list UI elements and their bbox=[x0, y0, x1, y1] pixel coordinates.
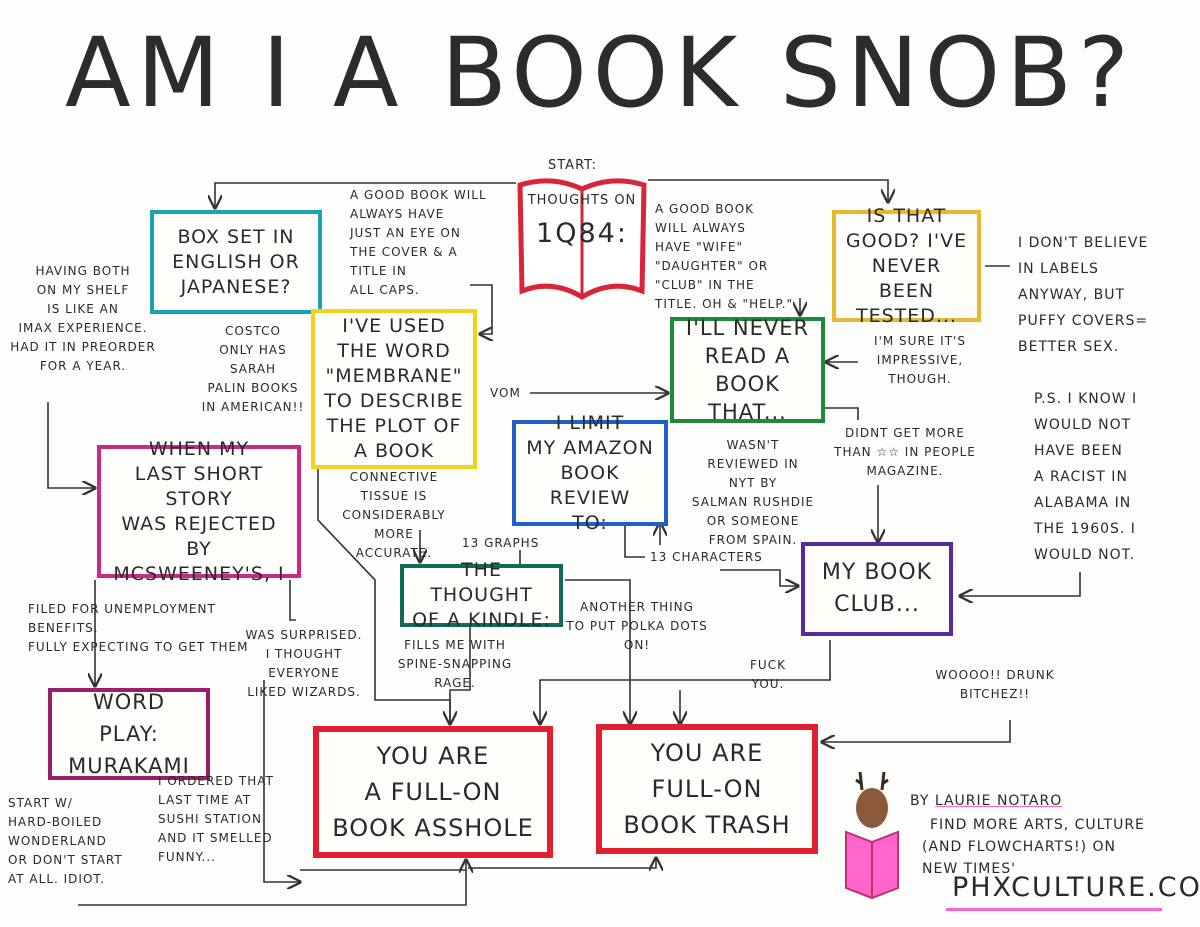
credit-by-label: BY bbox=[910, 793, 930, 809]
note-good-book-wife: A GOOD BOOK WILL ALWAYS HAVE "WIFE" "DAU… bbox=[655, 202, 794, 311]
note-people-mag: DIDNT GET MORE THAN ☆☆ IN PEOPLE MAGAZIN… bbox=[834, 426, 976, 478]
start-label: START: bbox=[548, 158, 598, 173]
credit-line3: (AND FLOWCHARTS!) ON bbox=[922, 839, 1117, 855]
credit-site-link[interactable]: PHXCULTURE.COM bbox=[952, 872, 1200, 903]
note-connective: CONNECTIVE TISSUE IS CONSIDERABLY MORE A… bbox=[342, 470, 446, 560]
start-line2: 1Q84: bbox=[536, 218, 628, 249]
note-fuck-you: FUCK YOU. bbox=[750, 658, 786, 691]
box-membrane: I'VE USED THE WORD "MEMBRANE" TO DESCRIB… bbox=[311, 309, 477, 469]
note-labels: I DON'T BELIEVE IN LABELS ANYWAY, BUT PU… bbox=[1018, 235, 1149, 355]
box-amazon: I LIMIT MY AMAZON BOOK REVIEW TO: bbox=[512, 412, 668, 534]
deer-reading-icon bbox=[845, 771, 899, 900]
note-drunk: WOOOO!! DRUNK BITCHEZ!! bbox=[935, 668, 1055, 701]
note-polka: ANOTHER THING TO PUT POLKA DOTS ON! bbox=[566, 600, 708, 652]
box-word-play: WORD PLAY: MURAKAMI bbox=[48, 688, 210, 780]
credit-line2: FIND MORE ARTS, CULTURE bbox=[930, 817, 1145, 833]
box-never-read: I'LL NEVER READ A BOOK THAT... bbox=[670, 316, 825, 424]
note-unemployment: FILED FOR UNEMPLOYMENT BENEFITS. FULLY E… bbox=[28, 602, 249, 654]
box-book-club: MY BOOK CLUB... bbox=[801, 542, 953, 636]
note-rushdie: WASN'T REVIEWED IN NYT BY SALMAN RUSHDIE… bbox=[691, 438, 815, 547]
note-characters: 13 CHARACTERS bbox=[650, 550, 763, 564]
site-underline bbox=[946, 908, 1162, 911]
box-that-good: IS THAT GOOD? I'VE NEVER BEEN TESTED... bbox=[832, 205, 981, 327]
box-trash: YOU ARE FULL-ON BOOK TRASH bbox=[596, 724, 818, 854]
credit-line4: NEW TIMES' bbox=[922, 861, 1016, 877]
box-kindle: THE THOUGHT OF A KINDLE: bbox=[400, 559, 563, 631]
box-boxset: BOX SET IN ENGLISH OR JAPANESE? bbox=[150, 210, 322, 314]
note-spine: FILLS ME WITH SPINE-SNAPPING RAGE. bbox=[397, 638, 513, 690]
page-title: AM I A BOOK SNOB? bbox=[65, 17, 1135, 129]
note-imax: HAVING BOTH ON MY SHELF IS LIKE AN IMAX … bbox=[10, 264, 156, 373]
open-book-icon bbox=[517, 178, 647, 300]
note-impressive: I'M SURE IT'S IMPRESSIVE, THOUGH. bbox=[874, 334, 966, 386]
start-book: THOUGHTS ON 1Q84: bbox=[516, 175, 648, 305]
note-hard-boiled: START W/ HARD-BOILED WONDERLAND OR DON'T… bbox=[8, 796, 123, 886]
note-good-book-eye: A GOOD BOOK WILL ALWAYS HAVE JUST AN EYE… bbox=[350, 188, 487, 297]
note-graphs: 13 GRAPHS bbox=[462, 536, 540, 550]
credit-author: LAURIE NOTARO bbox=[934, 793, 1063, 809]
credit-by: BY LAURIE NOTARO bbox=[910, 790, 1062, 812]
start-line1: THOUGHTS ON bbox=[527, 193, 637, 208]
box-asshole: YOU ARE A FULL-ON BOOK ASSHOLE bbox=[313, 726, 553, 858]
note-surprised: WAS SURPRISED. I THOUGHT EVERYONE LIKED … bbox=[245, 628, 363, 699]
note-racist: P.S. I KNOW I WOULD NOT HAVE BEEN A RACI… bbox=[1034, 391, 1138, 563]
note-vom: VOM bbox=[490, 386, 521, 400]
note-costco: COSTCO ONLY HAS SARAH PALIN BOOKS IN AME… bbox=[201, 324, 305, 414]
box-mcsweeney: WHEN MY LAST SHORT STORY WAS REJECTED BY… bbox=[97, 438, 301, 585]
note-sushi: I ORDERED THAT LAST TIME AT SUSHI STATIO… bbox=[158, 774, 274, 864]
